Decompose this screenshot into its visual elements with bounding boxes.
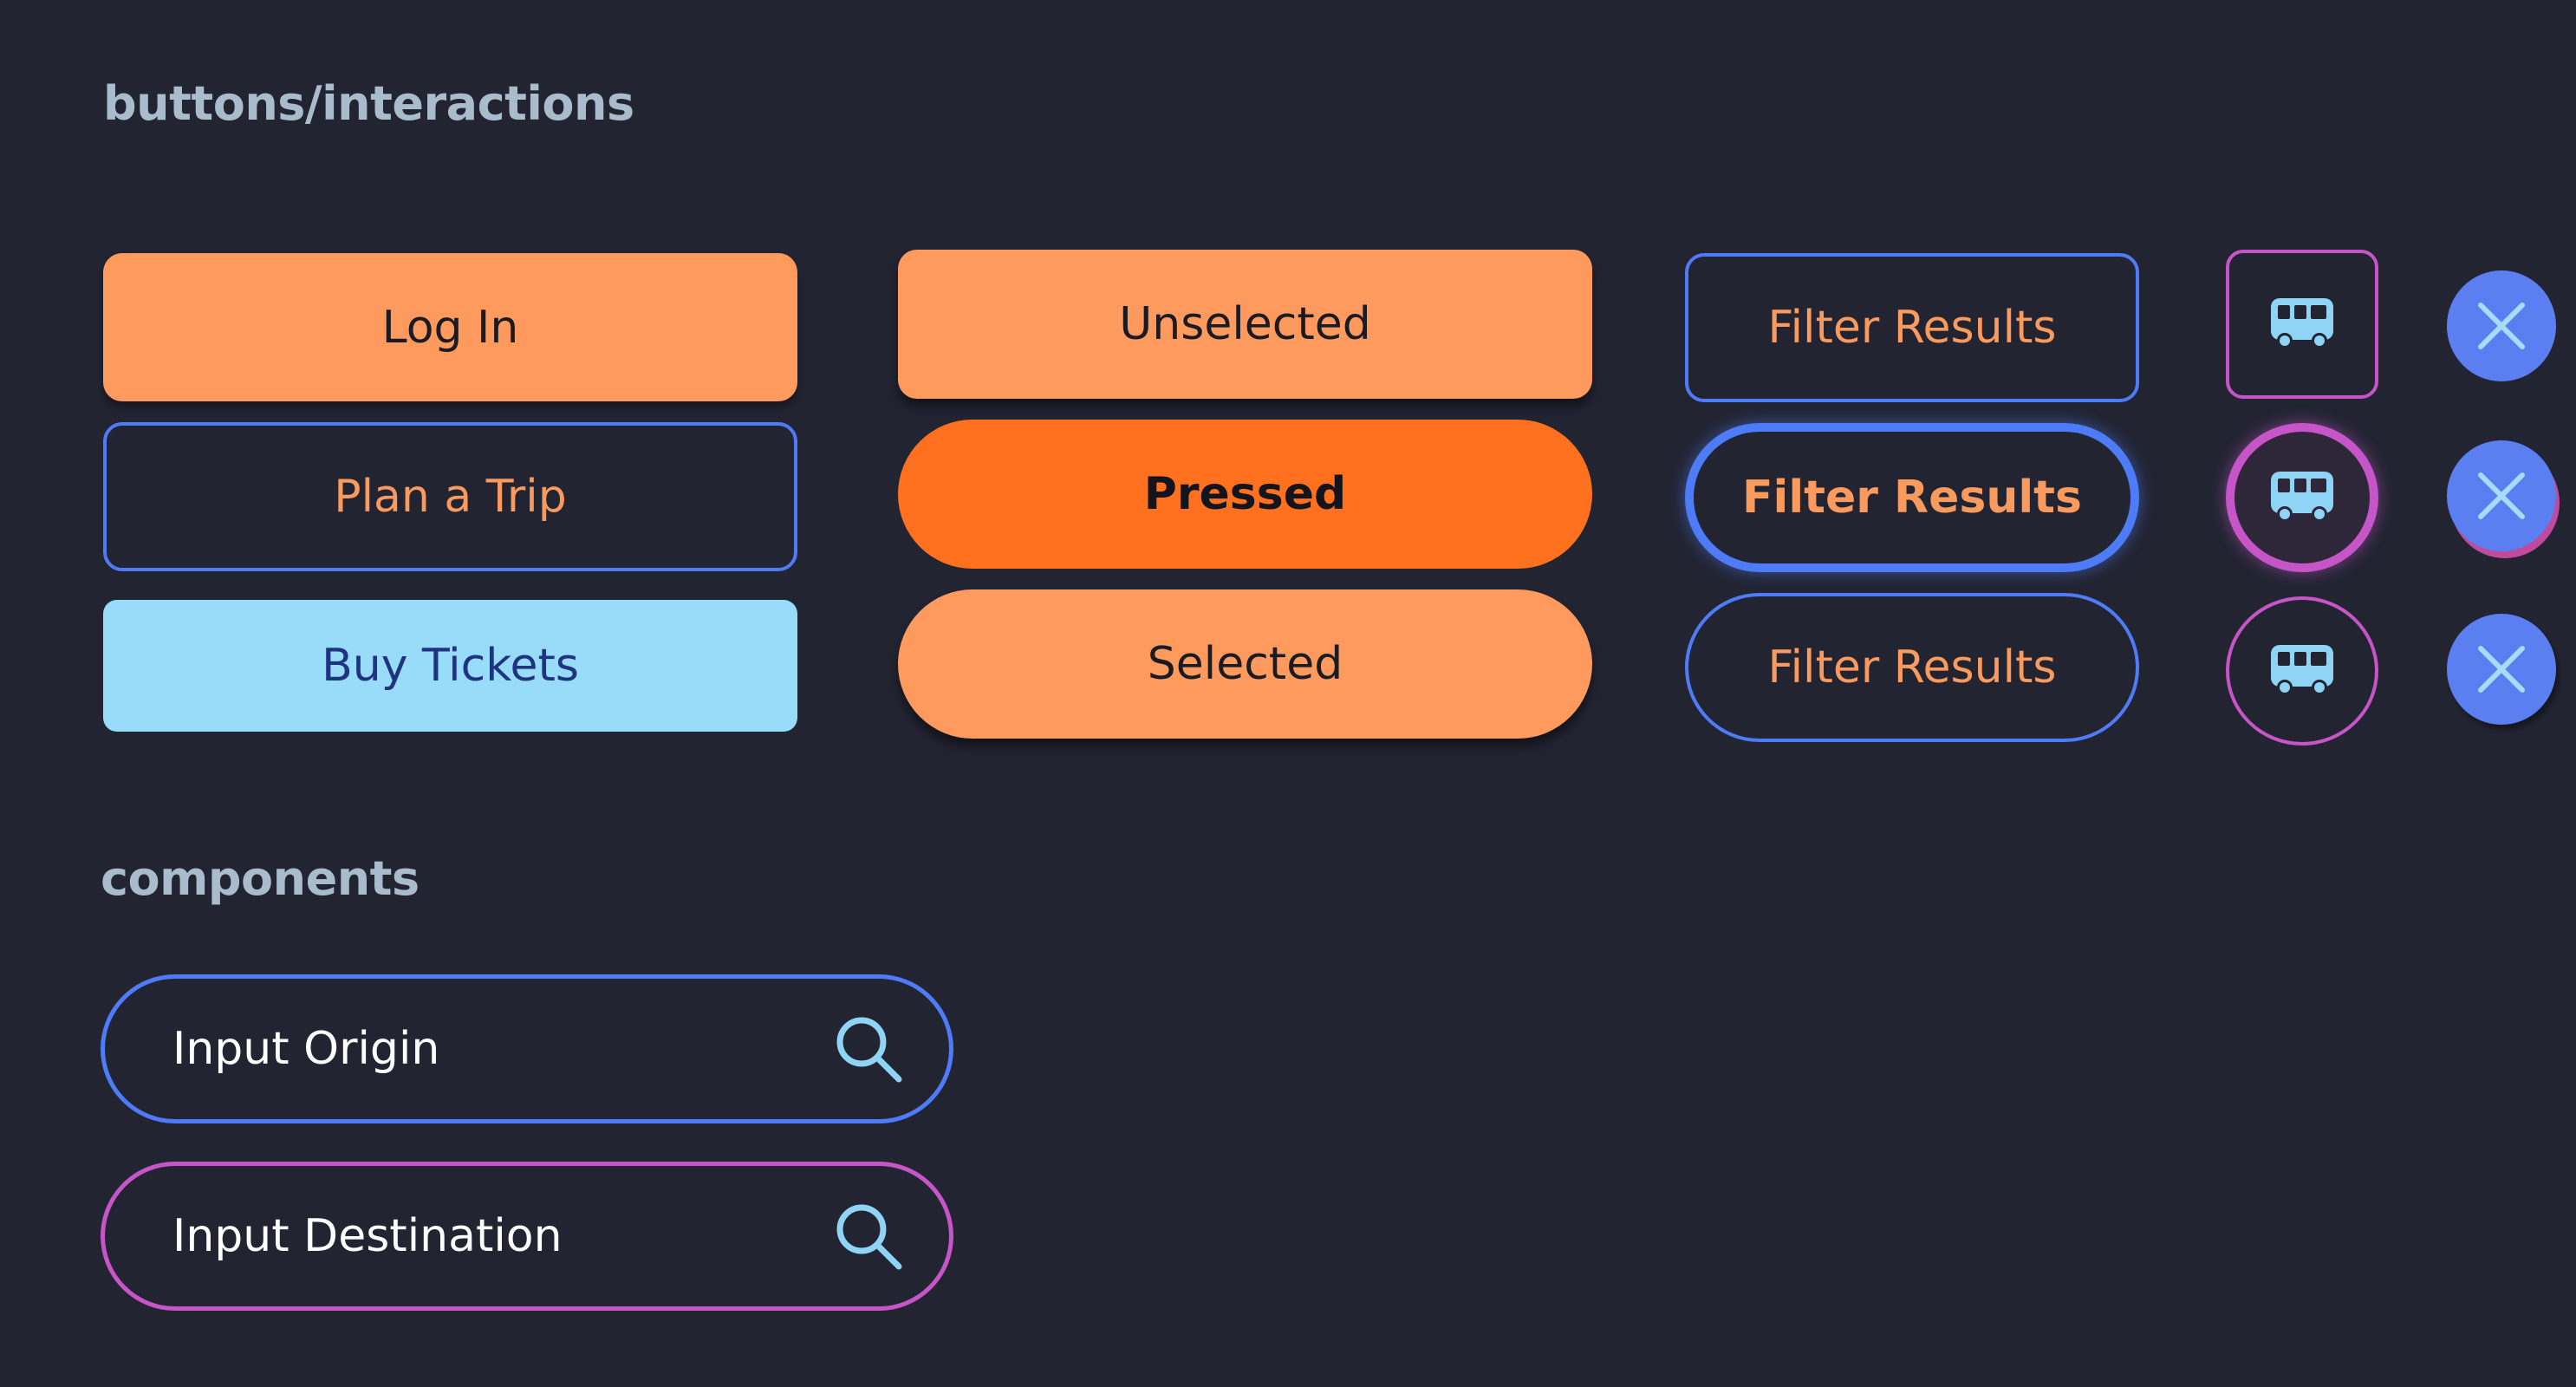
selected-button[interactable]: Selected (898, 589, 1592, 739)
close-icon (2475, 300, 2527, 352)
bus-button-focused[interactable] (2226, 423, 2378, 572)
buy-tickets-button[interactable]: Buy Tickets (103, 600, 797, 732)
unselected-button[interactable]: Unselected (898, 250, 1592, 399)
search-icon[interactable] (831, 1012, 906, 1086)
login-button[interactable]: Log In (103, 253, 797, 401)
search-icon[interactable] (831, 1199, 906, 1273)
section-title-buttons: buttons/interactions (103, 76, 634, 131)
bus-button-round[interactable] (2226, 596, 2378, 746)
bus-icon (2269, 643, 2335, 699)
filter-results-button-pill[interactable]: Filter Results (1685, 593, 2139, 742)
close-icon (2475, 643, 2527, 695)
close-button-hover[interactable] (2447, 614, 2556, 725)
filter-results-button[interactable]: Filter Results (1685, 253, 2139, 402)
bus-button[interactable] (2226, 250, 2378, 399)
close-icon (2475, 470, 2527, 522)
bus-icon (2269, 470, 2335, 525)
origin-input[interactable]: Input Origin (101, 974, 953, 1123)
close-button[interactable] (2447, 270, 2556, 381)
close-button-pressed[interactable] (2447, 440, 2556, 551)
filter-results-button-focused[interactable]: Filter Results (1685, 423, 2139, 572)
bus-icon (2269, 296, 2335, 352)
origin-input-label: Input Origin (172, 1023, 440, 1075)
destination-input-label: Input Destination (172, 1210, 563, 1262)
destination-input[interactable]: Input Destination (101, 1162, 953, 1311)
pressed-button[interactable]: Pressed (898, 420, 1592, 569)
plan-trip-button[interactable]: Plan a Trip (103, 422, 797, 571)
section-title-components: components (101, 851, 420, 906)
